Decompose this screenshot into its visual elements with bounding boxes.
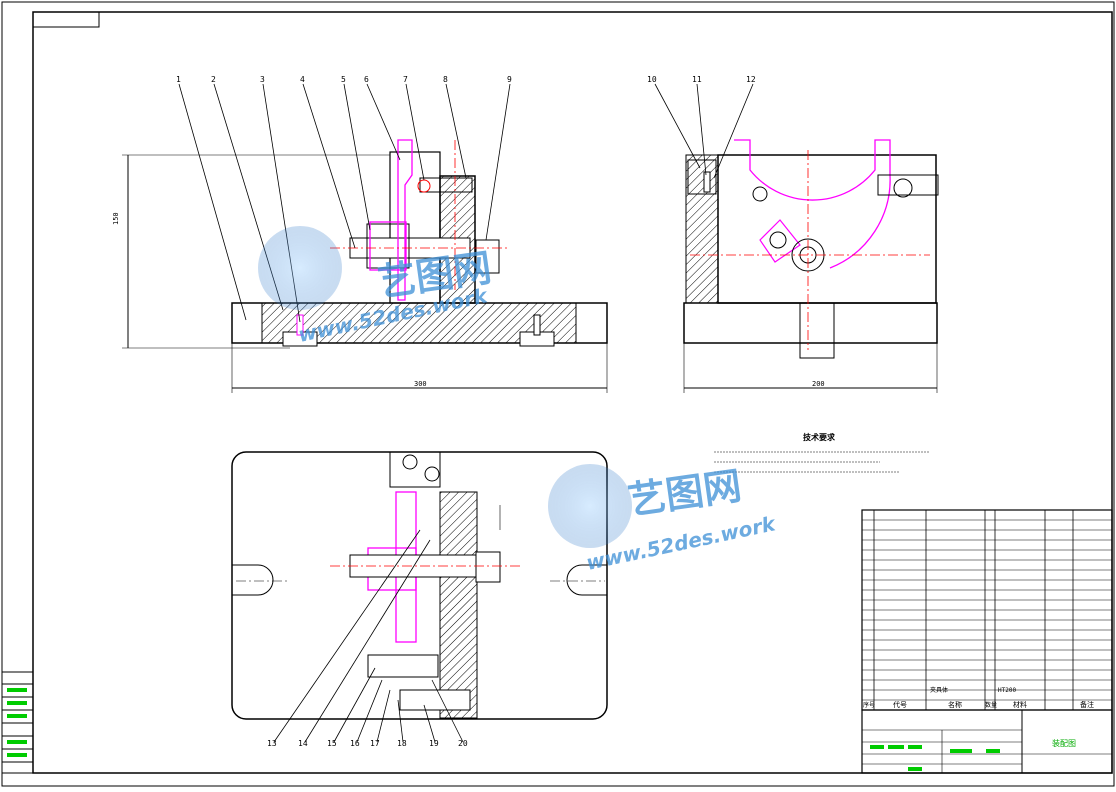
part-label: 8 xyxy=(443,75,448,84)
bom-header-seq: 序号 xyxy=(863,701,875,709)
part-label: 12 xyxy=(746,75,756,84)
bom-header-code: 代号 xyxy=(893,700,907,709)
part-numbers: 1 2 3 4 5 6 7 8 9 10 11 12 13 14 15 16 1… xyxy=(176,75,756,748)
bom-header-qty: 数量 xyxy=(985,701,997,709)
bom-header-material: 材料 xyxy=(1013,700,1027,709)
svg-text:200: 200 xyxy=(812,380,825,388)
left-stamp-column xyxy=(1,671,34,774)
part-label: 3 xyxy=(260,75,265,84)
part-label: 5 xyxy=(341,75,346,84)
watermark-cn: 艺图网 xyxy=(625,463,744,522)
drawing-title: 装配图 xyxy=(1052,738,1076,748)
bom-header-name: 名称 xyxy=(948,700,962,709)
part-label: 15 xyxy=(327,739,337,748)
part-label: 18 xyxy=(397,739,407,748)
top-view xyxy=(231,451,608,743)
front-view: 150 300 xyxy=(112,83,608,393)
part-label: 20 xyxy=(458,739,468,748)
tech-req-title: 技术要求 xyxy=(803,432,836,442)
part-label: 7 xyxy=(403,75,408,84)
watermark-2: 艺图网 www.52des.work xyxy=(548,463,779,575)
part-label: 17 xyxy=(370,739,380,748)
side-view: 200 xyxy=(654,83,939,393)
part-label: 9 xyxy=(507,75,512,84)
part-label: 1 xyxy=(176,75,181,84)
part-label: 4 xyxy=(300,75,305,84)
svg-text:300: 300 xyxy=(414,380,427,388)
part-label: 10 xyxy=(647,75,657,84)
part-label: 19 xyxy=(429,739,439,748)
part-label: 13 xyxy=(267,739,277,748)
part-label: 6 xyxy=(364,75,369,84)
part-label: 14 xyxy=(298,739,308,748)
bom-bottom-name: 夹具体 xyxy=(930,686,948,694)
part-label: 2 xyxy=(211,75,216,84)
bom-header-remark: 备注 xyxy=(1080,700,1094,709)
title-block: 装配图 xyxy=(861,709,1113,774)
part-label: 11 xyxy=(692,75,702,84)
sheet-border-inner xyxy=(32,11,1113,774)
bill-of-materials: 夹具体 HT200 序号 代号 名称 数量 材料 备注 xyxy=(861,509,1113,711)
corner-code-box xyxy=(32,11,100,28)
bom-bottom-material: HT200 xyxy=(998,687,1016,694)
technical-requirements: 技术要求 xyxy=(714,432,930,473)
part-label: 16 xyxy=(350,739,360,748)
svg-text:150: 150 xyxy=(112,212,120,225)
